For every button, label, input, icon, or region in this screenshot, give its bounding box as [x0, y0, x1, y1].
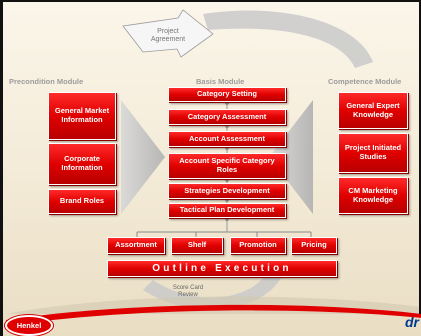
box-account-specific-category-roles: Account Specific Category Roles — [168, 153, 286, 179]
score-card-review-label: Score Card Review — [172, 285, 204, 298]
corner-brand-logo: dr — [405, 314, 419, 330]
left-funnel-arrow — [121, 100, 165, 214]
box-general-market-information: General Market Information — [48, 92, 116, 140]
box-category-setting: Category Setting — [168, 87, 286, 102]
cycle-arrow-top — [203, 10, 373, 68]
project-agreement-arrow — [122, 9, 214, 58]
box-account-assessment: Account Assessment — [168, 131, 286, 147]
competence-module-label: Competence Module — [328, 77, 402, 86]
diagram-arrows — [6, 9, 421, 326]
box-assortment: Assortment — [107, 237, 165, 254]
precondition-module-label: Precondition Module — [9, 77, 84, 86]
right-funnel-arrow — [269, 100, 313, 214]
box-shelf: Shelf — [171, 237, 223, 254]
project-agreement-label: Project Agreement — [150, 28, 186, 43]
box-corporate-information: Corporate Information — [48, 143, 116, 185]
henkel-logo: Henkel — [5, 315, 53, 336]
frame-right-edge — [419, 2, 421, 314]
box-promotion: Promotion — [230, 237, 286, 254]
basis-module-label: Basis Module — [196, 77, 245, 86]
box-pricing: Pricing — [291, 237, 337, 254]
box-brand-roles: Brand Roles — [48, 189, 116, 214]
box-strategies-development: Strategies Development — [168, 183, 286, 199]
box-cm-marketing-knowledge: CM Marketing Knowledge — [338, 177, 408, 214]
box-category-assessment: Category Assessment — [168, 109, 286, 125]
outline-execution-bar: Outline Execution — [107, 260, 337, 277]
box-general-expert-knowledge: General Expert Knowledge — [338, 92, 408, 129]
box-project-initiated-studies: Project Initiated Studies — [338, 133, 408, 173]
box-tactical-plan-development: Tactical Plan Development — [168, 203, 286, 218]
